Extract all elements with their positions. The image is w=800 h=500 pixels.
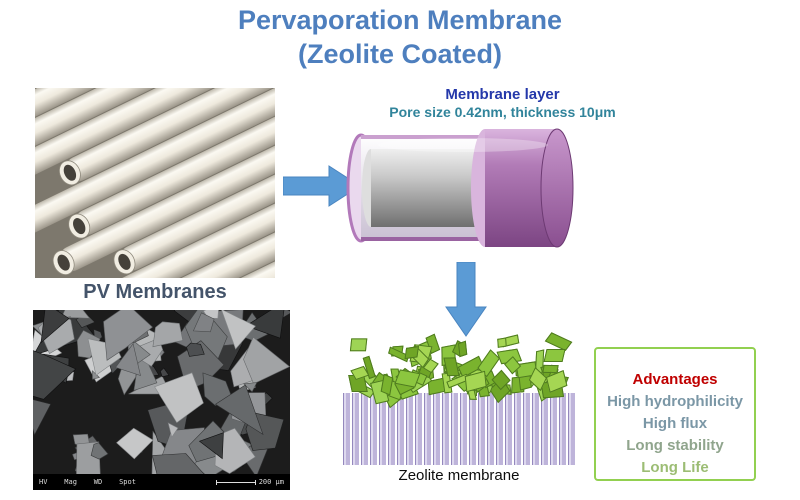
zeolite-crystal [544,331,572,351]
sem-crystals [33,310,290,474]
coated-tube-cap [540,128,574,248]
pv-membranes-photo [35,88,275,278]
advantage-item: Long Life [641,459,709,476]
zeolite-crystal [496,337,507,348]
zeolite-crystal [458,340,468,357]
zeolite-membrane-diagram [343,331,575,465]
zeolite-crystal [349,338,368,352]
advantage-item: High hydrophilicity [607,393,743,410]
advantage-item: High flux [642,415,708,432]
gray-core-body [371,149,486,227]
zeolite-crystal [543,348,566,363]
title-line-1: Pervaporation Membrane [237,5,563,35]
zeolite-crystal-layer [347,331,572,408]
zeolite-crystal [403,346,419,360]
arrow-down-icon [445,262,487,337]
coated-tube-illustration [346,128,574,248]
membrane-columns [343,393,575,465]
membrane-caption: Membrane layer Pore size 0.42nm, thickne… [330,86,675,120]
advantages-title: Advantages [632,371,718,388]
slide-title: Pervaporation Membrane (Zeolite Coated) [0,4,800,72]
advantage-item: Long stability [626,437,724,454]
sem-scale-label: 200 μm [258,478,284,486]
sem-info-bar: HV Mag WD Spot 200 μm [33,474,290,490]
sem-scale: 200 μm [215,478,284,486]
zeolite-membrane-label: Zeolite membrane [398,467,520,484]
sem-zeolite-image: HV Mag WD Spot 200 μm [33,310,290,490]
sem-scale-bar [215,479,256,485]
pv-membranes-label: PV Membranes [83,281,227,303]
pore-size-label: Pore size 0.42nm, thickness 10μm [389,104,616,120]
sem-meta-text: HV Mag WD Spot [39,478,136,486]
membrane-layer-label: Membrane layer [445,86,560,103]
arrow-right-icon [283,165,361,207]
title-line-2: (Zeolite Coated) [297,38,502,69]
